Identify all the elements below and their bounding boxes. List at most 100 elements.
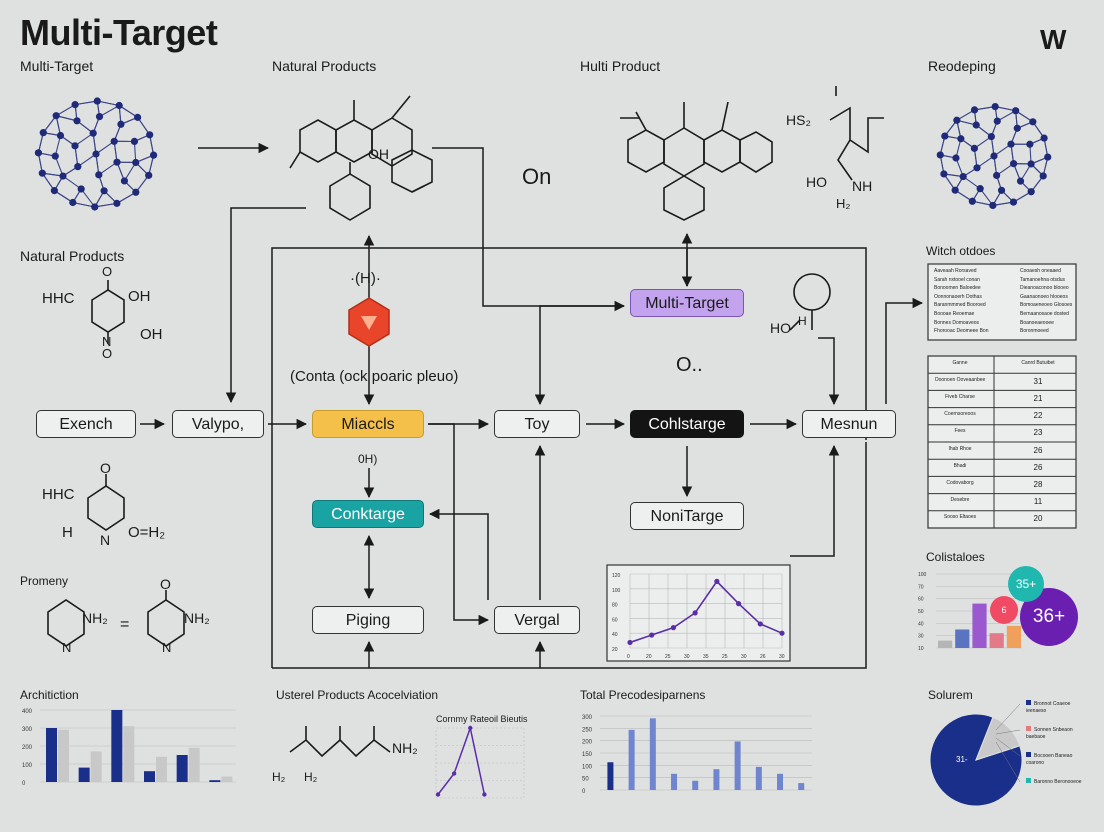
second-cell: 31	[1033, 376, 1043, 386]
witch-cell: Bonoomen Baloedee	[934, 285, 981, 292]
network-edge	[123, 162, 137, 182]
colist-y-tick: 30	[918, 634, 924, 640]
arch-grid	[40, 709, 236, 783]
arch-bar	[188, 747, 200, 782]
center-line-point	[735, 601, 742, 607]
center-line-point	[757, 621, 763, 627]
chem-oh-2: OH	[140, 326, 163, 343]
legend-swatch	[1026, 778, 1031, 783]
colist-y-tick: 100	[918, 572, 927, 578]
center-x-tick: 30	[779, 654, 785, 660]
node-cohlstarge[interactable]: Cohlstarge	[630, 410, 744, 438]
chem-o-3: O	[160, 576, 171, 592]
node-piging[interactable]: Piging	[312, 606, 424, 634]
network-node	[993, 171, 1001, 180]
second-cell: 11	[1033, 497, 1043, 507]
node-toy[interactable]: Toy	[494, 410, 580, 438]
colist-bar	[972, 603, 987, 648]
network-node	[110, 137, 118, 145]
witch-cell: Bonnes Domoaveos	[934, 319, 980, 326]
node-exench[interactable]: Exench	[36, 410, 136, 438]
label-architiction: Architiction	[20, 688, 79, 702]
label-natural-products-top: Natural Products	[272, 58, 377, 74]
colist-y-tick: 60	[918, 597, 924, 603]
node-valypo[interactable]: Valypo,	[172, 410, 264, 438]
network-node	[1027, 188, 1035, 196]
network-node	[91, 203, 99, 211]
network-node	[1039, 172, 1047, 180]
second-cell: Sooso Eltaoes	[943, 514, 977, 521]
second-cell: 26	[1033, 462, 1043, 472]
colist-y-tick: 50	[918, 609, 924, 615]
network-node	[59, 172, 67, 180]
node-mesnun[interactable]: Mesnun	[802, 410, 896, 438]
chem-oh-center: OH	[368, 146, 389, 162]
text-o: O..	[676, 354, 703, 376]
center-y-tick: 60	[612, 617, 618, 623]
witch-cell: Sarah nxtooel conan	[934, 276, 980, 283]
second-cell: Bhadi	[953, 462, 967, 469]
total-bar	[671, 773, 678, 790]
center-y-tick: 80	[612, 603, 618, 609]
label-witch-otdoes: Witch otdoes	[926, 244, 996, 258]
label-natural-products-left: Natural Products	[20, 248, 125, 264]
network-node	[92, 150, 100, 158]
witch-cell: Tamanoehna otsdus	[1020, 276, 1066, 283]
network-node	[77, 185, 85, 193]
arch-bar	[123, 726, 135, 782]
total-y-tick: 200	[582, 740, 593, 746]
cornmy-point	[451, 771, 457, 776]
text-on: On	[522, 164, 552, 189]
arrow-chart-mesnun	[790, 444, 840, 557]
center-y-tick: 20	[612, 647, 618, 653]
arch-bar	[46, 728, 57, 782]
cornmy-point	[482, 792, 487, 797]
pie-legend-item: Bocooen Baneao coarono	[1026, 752, 1086, 767]
network-edge	[95, 140, 115, 155]
arch-bar	[144, 771, 155, 782]
node-nonitarge[interactable]: NoniTarge	[630, 502, 744, 530]
network-node	[987, 132, 995, 141]
network-node	[951, 186, 959, 194]
network-node	[95, 171, 103, 179]
molecule-chain-bottom	[289, 726, 391, 758]
network-edge	[98, 161, 118, 176]
total-bar	[628, 729, 635, 790]
node-miaccls[interactable]: Miaccls	[312, 410, 424, 438]
center-x-tick: 0	[627, 654, 630, 660]
total-y-tick: 100	[582, 764, 593, 770]
chem-oh-1: OH	[128, 288, 151, 305]
second-cell: 21	[1033, 394, 1043, 403]
center-chart-frame	[606, 564, 791, 662]
node-vergal[interactable]: Vergal	[494, 606, 580, 634]
chem-equals: =	[120, 616, 130, 633]
network-node	[989, 201, 997, 210]
network-node	[1026, 140, 1034, 148]
network-node	[113, 199, 121, 207]
pie-legend-item: Sonnen Snbeaon baebaoe	[1026, 726, 1086, 741]
colist-y-tick: 70	[918, 584, 924, 590]
node-conktarge[interactable]: Conktarge	[312, 500, 424, 528]
total-bar	[649, 718, 656, 790]
cornmy-series	[437, 725, 486, 795]
center-line-point	[670, 625, 677, 631]
network-node	[1012, 107, 1020, 115]
network-node	[130, 137, 139, 145]
colist-bubble: 6	[990, 596, 1018, 624]
node-multi-target[interactable]: Multi-Target	[630, 289, 744, 317]
network-node	[115, 101, 123, 110]
second-header-cell: Canrd Butuibet	[1021, 359, 1055, 366]
solurem-pie-chart: 31-	[929, 703, 1023, 807]
pie-legend-item: Bronnot Coaeoe ieenaeso	[1026, 700, 1086, 715]
molecule-hulti-product	[620, 101, 773, 221]
second-table-grid	[928, 356, 1076, 528]
network-edge	[72, 201, 95, 208]
network-node	[1029, 118, 1037, 126]
second-header-cell: Ganne	[952, 359, 968, 366]
arch-bar	[221, 776, 233, 782]
center-x-tick: 25	[722, 654, 728, 660]
total-y-tick: 150	[582, 752, 593, 758]
colist-bar	[955, 629, 970, 648]
cornmy-point	[435, 792, 441, 797]
